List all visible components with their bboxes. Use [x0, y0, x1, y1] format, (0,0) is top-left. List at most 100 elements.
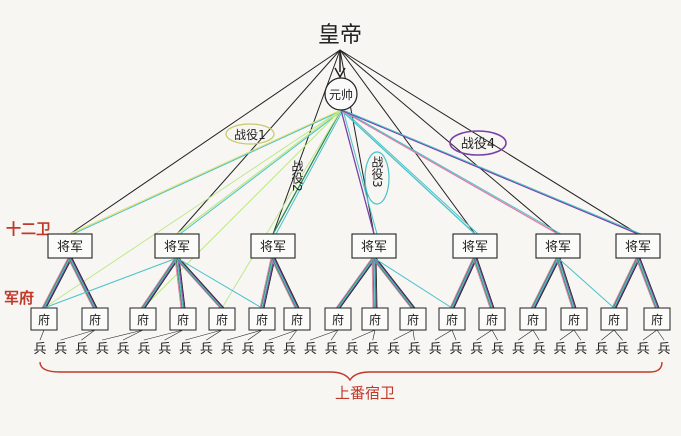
- office-label: 府: [89, 312, 101, 327]
- general-to-office-line: [555, 257, 573, 309]
- office-node: 府: [600, 307, 628, 331]
- soldier-label: 兵: [408, 342, 421, 357]
- general-to-office-line: [613, 257, 639, 309]
- soldier-label: 兵: [158, 342, 171, 357]
- general-label: 将军: [625, 240, 651, 255]
- military-office-label: 军府: [4, 289, 34, 307]
- office-node: 府: [81, 307, 109, 331]
- general-to-office-line: [43, 257, 71, 309]
- campaign-1: 战役1: [225, 123, 275, 145]
- office-node: 府: [30, 307, 58, 331]
- general-node: 将军: [47, 233, 93, 259]
- soldier-label: 兵: [241, 342, 254, 357]
- office-label: 府: [38, 312, 50, 327]
- office-node: 府: [643, 307, 671, 331]
- marshal-to-general-line: [340, 109, 375, 235]
- soldier-label: 兵: [262, 342, 275, 357]
- generals-row: 将军将军将军将军将军将军将军: [47, 233, 661, 259]
- office-to-soldier-line: [532, 329, 540, 341]
- general-to-office-line: [611, 257, 637, 309]
- office-to-soldier-line: [102, 329, 144, 341]
- office-to-soldier-line: [412, 329, 415, 341]
- office-label: 府: [486, 312, 498, 327]
- general-to-office-line: [530, 257, 557, 309]
- office-label: 府: [369, 312, 381, 327]
- general-to-office-line: [372, 257, 413, 309]
- office-to-soldier-line: [310, 329, 339, 341]
- soldier-label: 兵: [616, 342, 629, 357]
- office-to-soldier-line: [268, 329, 298, 341]
- general-to-office-line: [374, 257, 415, 309]
- general-to-office-line: [375, 257, 378, 309]
- cross-link-line: [373, 257, 453, 309]
- marshal-to-general-line: [342, 109, 378, 235]
- soldier-label: 兵: [657, 342, 670, 357]
- general-label: 将军: [462, 240, 488, 255]
- general-to-office-line: [68, 257, 95, 309]
- general-to-office-line: [638, 257, 659, 309]
- general-to-office-line: [475, 257, 494, 309]
- office-label: 府: [651, 312, 663, 327]
- soldier-label: 兵: [470, 342, 483, 357]
- general-to-office-line: [449, 257, 474, 309]
- connection-lines: [39, 49, 665, 341]
- general-to-office-line: [272, 257, 298, 309]
- marshal-to-general-line: [72, 109, 344, 235]
- general-to-office-line: [614, 257, 640, 309]
- office-to-soldier-line: [289, 329, 298, 341]
- office-node: 府: [208, 307, 236, 331]
- office-label: 府: [256, 312, 268, 327]
- bottom-bracket: [39, 361, 663, 382]
- general-to-office-line: [175, 257, 183, 309]
- general-to-office-line: [174, 257, 182, 309]
- office-label: 府: [291, 312, 303, 327]
- general-to-office-line: [178, 257, 225, 309]
- soldier-label: 兵: [429, 342, 442, 357]
- office-label: 府: [216, 312, 228, 327]
- emperor-to-general-line: [176, 49, 341, 235]
- soldier-label: 兵: [200, 342, 213, 357]
- office-label: 府: [177, 312, 189, 327]
- emperor-to-general-line: [69, 49, 341, 235]
- general-to-office-line: [534, 257, 561, 309]
- general-to-office-line: [636, 257, 657, 309]
- soldier-label: 兵: [553, 342, 566, 357]
- general-node: 将军: [154, 233, 200, 259]
- general-to-office-line: [450, 257, 475, 309]
- general-label: 将军: [361, 240, 387, 255]
- office-to-soldier-line: [226, 329, 263, 341]
- cross-link-line: [532, 257, 559, 309]
- campaign-3: 战役3: [364, 151, 390, 205]
- general-to-office-line: [140, 257, 176, 309]
- soldier-label: 兵: [283, 342, 296, 357]
- general-to-office-line: [335, 257, 373, 309]
- general-to-office-line: [178, 257, 186, 309]
- emperor-to-general-line: [339, 49, 559, 235]
- general-to-office-line: [531, 257, 558, 309]
- marshal-node: 元帅: [324, 77, 358, 111]
- general-to-office-line: [261, 257, 274, 309]
- general-label: 将军: [164, 240, 190, 255]
- soldier-label: 兵: [637, 342, 650, 357]
- general-node: 将军: [615, 233, 661, 259]
- emperor-to-general-line: [339, 49, 476, 235]
- office-to-soldier-line: [573, 329, 582, 341]
- military-offices-row: 府府府府府府府府府府府府府府府府: [30, 307, 671, 331]
- soldier-label: 兵: [33, 342, 46, 357]
- marshal-to-general-line: [179, 109, 344, 235]
- marshal-to-general-line: [340, 109, 559, 235]
- marshal-to-office-line: [43, 109, 342, 309]
- general-to-office-line: [372, 257, 375, 309]
- campaign-4: 战役4: [449, 130, 507, 156]
- marshal-to-general-line: [275, 109, 344, 235]
- office-to-soldier-line: [601, 329, 615, 341]
- soldier-label: 兵: [574, 342, 587, 357]
- office-node: 府: [438, 307, 466, 331]
- soldier-label: 兵: [387, 342, 400, 357]
- office-node: 府: [283, 307, 311, 331]
- guards-label: 十二卫: [6, 220, 51, 238]
- office-node: 府: [248, 307, 276, 331]
- general-to-office-line: [143, 257, 179, 309]
- general-to-office-line: [533, 257, 560, 309]
